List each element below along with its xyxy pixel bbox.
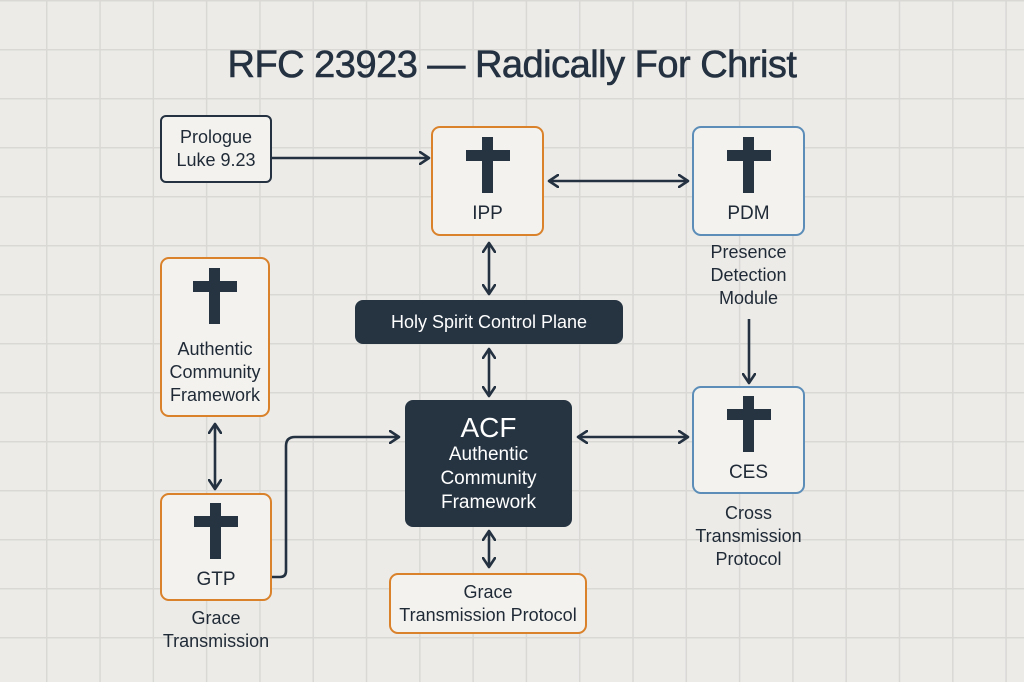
ipp-abbr: IPP xyxy=(472,203,503,224)
grace-protocol-line2: Transmission Protocol xyxy=(399,604,577,625)
ces-node[interactable]: CES xyxy=(692,386,805,494)
acf-center-node[interactable]: ACF Authentic Community Framework xyxy=(405,400,572,527)
gtp-node[interactable]: GTP xyxy=(160,493,272,601)
cross-icon xyxy=(465,137,510,193)
ipp-node[interactable]: IPP xyxy=(431,126,544,236)
grace-transmission-protocol-node[interactable]: Grace Transmission Protocol xyxy=(389,573,587,634)
gtp-abbr: GTP xyxy=(196,569,236,590)
ces-abbr: CES xyxy=(728,462,769,483)
holy-spirit-control-plane[interactable]: Holy Spirit Control Plane xyxy=(355,300,623,344)
pdm-abbr: PDM xyxy=(727,203,770,224)
cross-icon xyxy=(726,137,771,193)
acf-center-label: Authentic Community Framework xyxy=(440,443,537,513)
prologue-line1: Prologue xyxy=(179,127,253,147)
pdm-node[interactable]: PDM xyxy=(692,126,805,236)
diagram-title: RFC 23923 — Radically For Christ xyxy=(227,44,797,87)
cross-icon xyxy=(726,396,771,452)
cross-icon xyxy=(193,267,237,324)
holy-spirit-label: Holy Spirit Control Plane xyxy=(390,311,588,332)
arrow-gtp-to-acf xyxy=(272,437,399,579)
acf-left-node[interactable]: Authentic Community Framework xyxy=(160,257,270,417)
grace-protocol-line1: Grace xyxy=(463,581,513,602)
ces-caption: Cross Transmission Protocol xyxy=(695,503,802,569)
gtp-caption: Grace Transmission xyxy=(162,608,270,651)
pdm-caption: Presence Detection Module xyxy=(710,242,787,308)
acf-center-abbr: ACF xyxy=(460,411,517,443)
acf-left-label: Authentic Community Framework xyxy=(169,338,261,405)
cross-icon xyxy=(194,503,238,559)
prologue-line2: Luke 9.23 xyxy=(176,150,256,170)
prologue-node[interactable]: Prologue Luke 9.23 xyxy=(160,115,272,183)
